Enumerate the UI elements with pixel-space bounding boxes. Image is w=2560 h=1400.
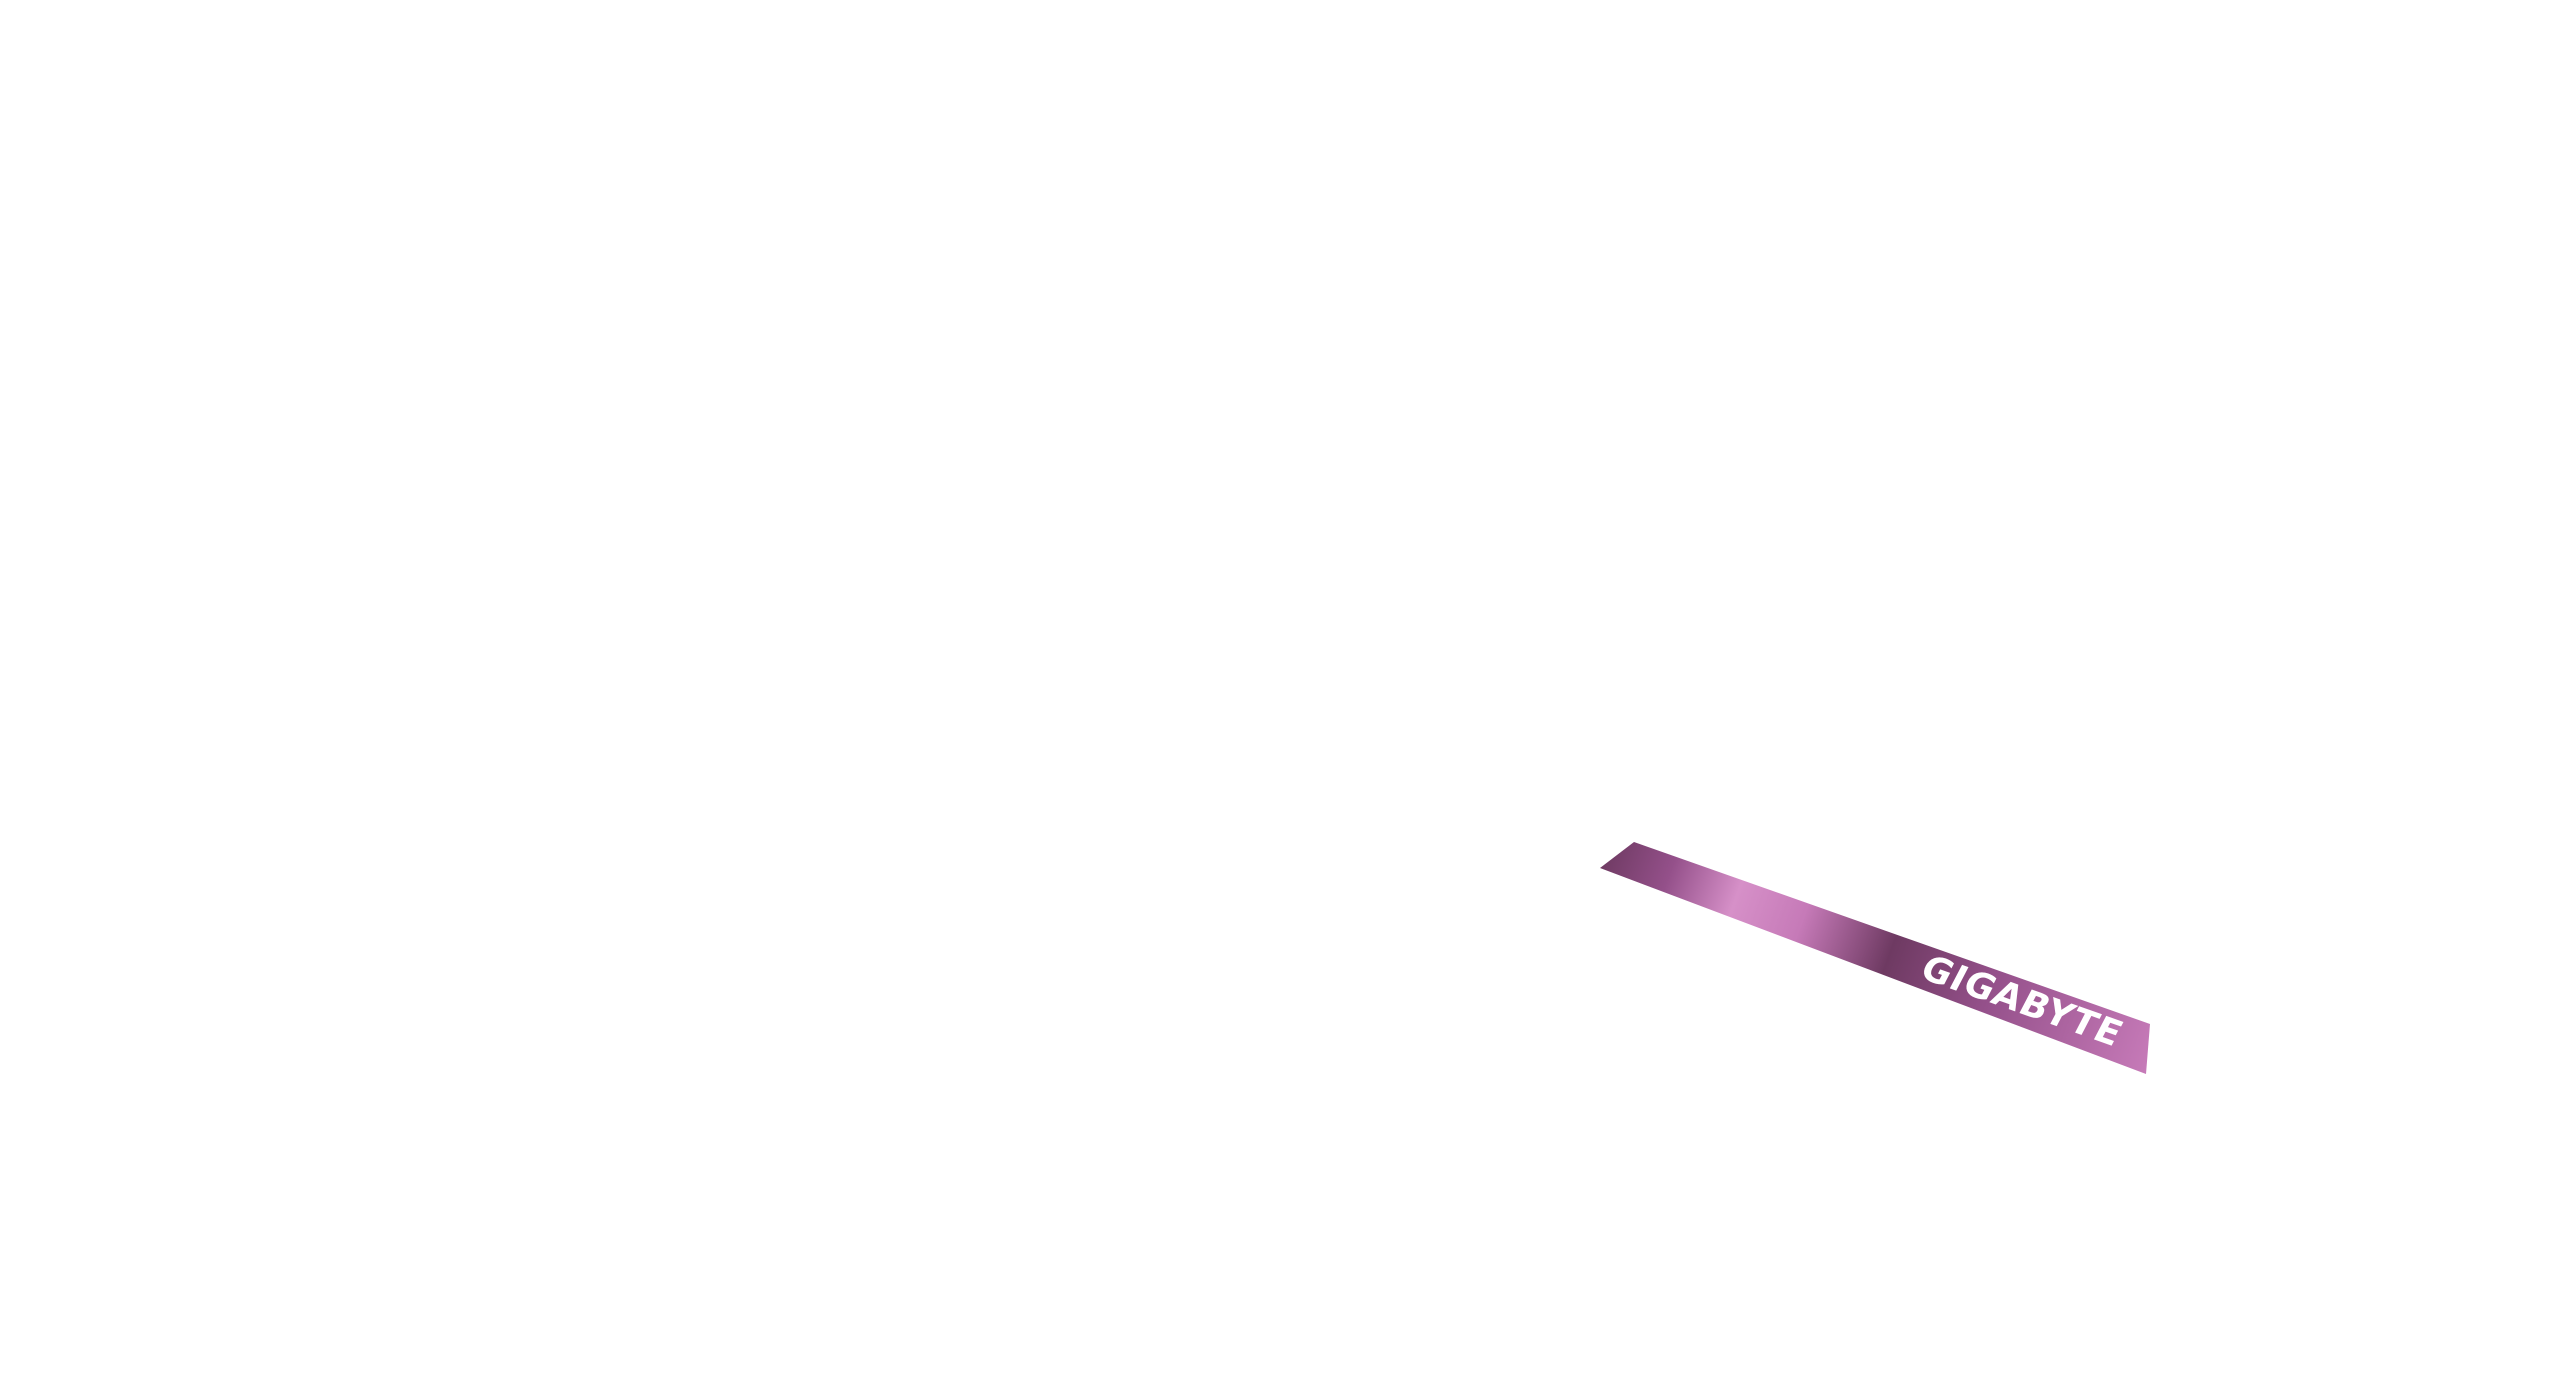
brand-logo-text: GIGABYTE [1914, 947, 2131, 1055]
gigabyte-light-strip: GIGABYTE [1600, 842, 2150, 1074]
strip-surface [1600, 842, 2150, 1074]
